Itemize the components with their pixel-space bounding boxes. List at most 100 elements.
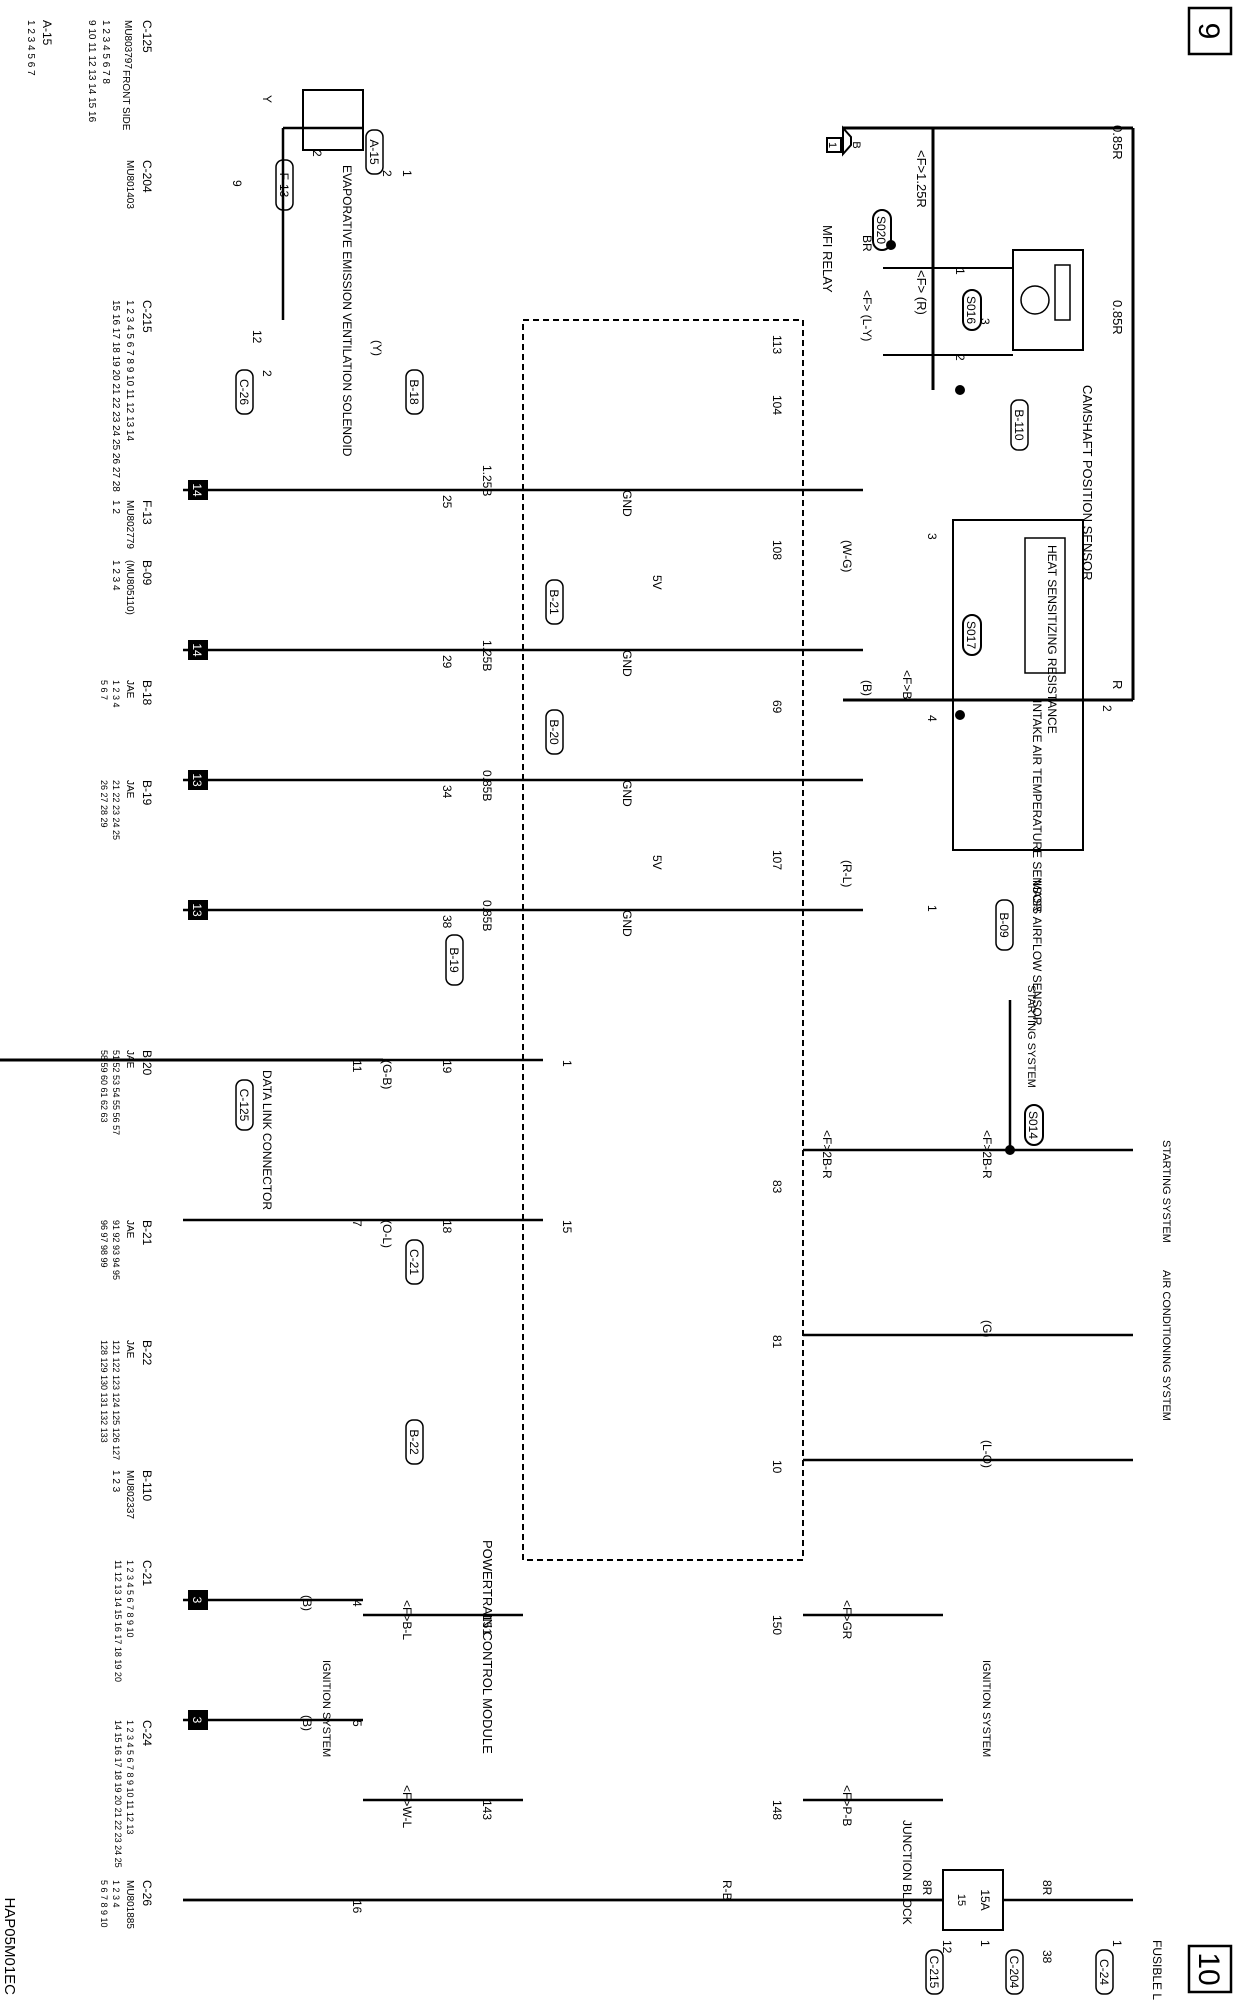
svg-text:C-26: C-26	[140, 1880, 154, 1906]
svg-text:113: 113	[770, 335, 784, 354]
svg-text:A-15: A-15	[367, 139, 381, 165]
svg-text:B: B	[850, 141, 862, 148]
svg-text:1 2 3 4: 1 2 3 4	[111, 1880, 121, 1908]
ignition-wires	[363, 1613, 943, 1802]
pin-pcm-151: 151	[480, 1615, 494, 1635]
pin-evap-1: 1	[400, 170, 414, 177]
svg-text:DATA LINK CONNECTOR: DATA LINK CONNECTOR	[260, 1070, 274, 1210]
svg-text:C-26: C-26	[237, 379, 251, 405]
connector-legend: C-125 MU803797 FRONT SIDE 1 2 3 4 5 6 7 …	[25, 20, 154, 1929]
svg-text:B-110: B-110	[140, 1470, 154, 1501]
wire-label-y-paren: (Y)	[370, 340, 384, 356]
svg-text:B-09: B-09	[140, 560, 154, 586]
pin-c24-38: 38	[1040, 1950, 1054, 1964]
svg-text:108: 108	[770, 540, 784, 560]
svg-text:15 16 17 18 19 20 21 22 23 24: 15 16 17 18 19 20 21 22 23 24 25 26 27 2…	[110, 300, 121, 492]
svg-text:B-19: B-19	[140, 780, 154, 806]
pcm-sensor-pins: 113 104 108 69 107 83 81 10 150 148	[770, 335, 784, 1820]
svg-text:S014: S014	[1026, 1111, 1040, 1139]
svg-text:B-18: B-18	[407, 379, 421, 405]
svg-text:3: 3	[190, 1597, 204, 1604]
svg-text:B-20: B-20	[140, 1050, 154, 1076]
pin-evap-2: 2	[380, 170, 394, 177]
pin-maf-1: 1	[925, 905, 939, 912]
svg-text:C-215: C-215	[927, 1956, 941, 1989]
wire-label-8r-2: 8R	[920, 1880, 934, 1896]
svg-text:69: 69	[770, 700, 784, 714]
svg-text:F-13: F-13	[140, 500, 154, 525]
svg-text:5: 5	[350, 1720, 364, 1727]
svg-text:15: 15	[955, 1894, 967, 1906]
wire-label-y: Y	[260, 95, 274, 103]
splice-s020: S020	[872, 209, 896, 251]
svg-text:(B): (B)	[300, 1595, 314, 1611]
svg-text:S020: S020	[874, 216, 888, 244]
svg-text:C-24: C-24	[1097, 1959, 1111, 1985]
svg-text:51 52 53 54 55 56 57: 51 52 53 54 55 56 57	[111, 1050, 121, 1135]
svg-text:14: 14	[190, 483, 204, 497]
pin-c21-19: 19	[440, 1060, 454, 1074]
svg-text:11: 11	[350, 1060, 364, 1073]
mass-airflow-sensor: HEAT SENSITIZING RESISTANCE INTAKE AIR T…	[952, 519, 1084, 1026]
svg-text:(O-L): (O-L)	[380, 1220, 394, 1248]
wire-label-p-b: <F>P-B	[840, 1785, 854, 1826]
svg-text:26 27 28 29: 26 27 28 29	[99, 780, 109, 828]
svg-text:JAE: JAE	[124, 1050, 135, 1069]
svg-text:GND: GND	[620, 650, 634, 677]
wire-label-8r-1: 8R	[1040, 1880, 1054, 1896]
svg-text:JUNCTION BLOCK: JUNCTION BLOCK	[900, 1820, 914, 1925]
starting-system-label: STARTING SYSTEM	[1160, 1140, 1172, 1243]
svg-text:GND: GND	[620, 780, 634, 807]
svg-text:C-21: C-21	[407, 1249, 421, 1275]
svg-text:10: 10	[770, 1460, 784, 1474]
pin-c26-9: 9	[230, 180, 244, 187]
svg-text:96 97 98 99: 96 97 98 99	[99, 1220, 109, 1268]
figure-code: HAP05M01EC	[1, 1897, 18, 1995]
svg-text:16: 16	[350, 1900, 364, 1914]
wire-label-br: BR	[860, 235, 874, 252]
svg-text:83: 83	[770, 1180, 784, 1194]
svg-text:1 2 3 4 5 6 7 8: 1 2 3 4 5 6 7 8	[100, 20, 111, 84]
fusible-link-number: 1	[1110, 1940, 1124, 1947]
connector-bubbles: A-15 B-18 B-21 B-20 C-21 B-22 C-204 C-21…	[235, 129, 1114, 1995]
wire-label-relay-out: 0.85R	[1110, 125, 1125, 160]
svg-text:11 12 13 14 15 16 17 18 19 20: 11 12 13 14 15 16 17 18 19 20	[113, 1560, 123, 1682]
evap-solenoid: EVAPORATIVE EMISSION VENTILATION SOLENOI…	[275, 89, 364, 457]
wire-label-cmp-r: <F> (R)	[914, 270, 929, 315]
svg-text:9 10 11 12 13 14 15 16: 9 10 11 12 13 14 15 16	[86, 20, 97, 123]
svg-text:1.25B: 1.25B	[480, 465, 494, 496]
svg-text:S017: S017	[964, 621, 978, 649]
wire-label-gr: <F>GR	[840, 1600, 854, 1640]
svg-text:12: 12	[940, 1940, 954, 1954]
dlc-grounds: 3 3 (B) (B)	[188, 1590, 314, 1731]
wire-label-relay-f: <F>1.25R	[914, 150, 929, 208]
data-link-connector: DATA LINK CONNECTOR C-125 11 7 4 5 16 (G…	[0, 1058, 394, 1914]
page-start-label: 9	[1192, 23, 1225, 40]
wire-label-r-l: (R-L)	[840, 860, 854, 887]
svg-text:MU802337: MU802337	[124, 1470, 135, 1519]
svg-text:0.85B: 0.85B	[480, 770, 494, 801]
svg-text:13: 13	[190, 903, 204, 917]
svg-text:A-15: A-15	[40, 20, 54, 46]
svg-text:5 6 7 8 9 10: 5 6 7 8 9 10	[99, 1880, 109, 1928]
svg-text:C-125: C-125	[237, 1089, 251, 1122]
svg-text:(B): (B)	[300, 1715, 314, 1731]
svg-text:148: 148	[770, 1800, 784, 1820]
system-feeds	[803, 1000, 1133, 1462]
pcm-label: POWERTRAIN CONTROL MODULE	[480, 1540, 495, 1754]
svg-text:1: 1	[826, 142, 838, 148]
evap-wire	[281, 126, 363, 320]
svg-text:34: 34	[440, 785, 454, 799]
svg-text:14 15 16 17 18 19 20 21 22 23: 14 15 16 17 18 19 20 21 22 23 24 25	[113, 1720, 123, 1868]
svg-text:JAE: JAE	[124, 1220, 135, 1239]
svg-text:15A: 15A	[978, 1889, 992, 1910]
svg-text:B-18: B-18	[140, 680, 154, 706]
svg-text:13: 13	[190, 773, 204, 787]
svg-text:91 92 93 94 95: 91 92 93 94 95	[111, 1220, 121, 1280]
svg-text:14: 14	[190, 643, 204, 657]
svg-text:C-24: C-24	[140, 1720, 154, 1746]
svg-text:B-09: B-09	[997, 912, 1011, 938]
svg-text:1 2 3 4: 1 2 3 4	[110, 560, 121, 591]
page-end-label: 10	[1192, 1952, 1225, 1985]
svg-text:5 6 7: 5 6 7	[99, 680, 109, 700]
